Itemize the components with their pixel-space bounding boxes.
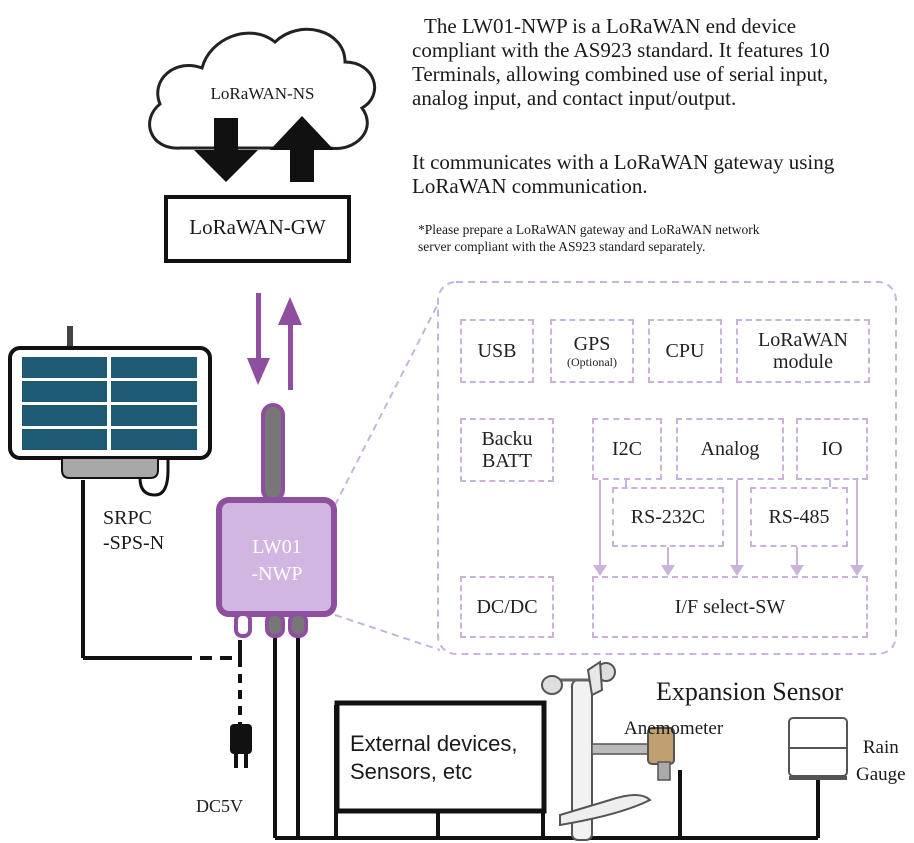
block-if-select-sw: I/F select-SW	[592, 576, 868, 638]
description-line: It communicates with a LoRaWAN gateway u…	[412, 150, 835, 174]
block-gps-label: GPS	[573, 333, 611, 355]
description-paragraph-2: It communicates with a LoRaWAN gateway u…	[412, 150, 834, 198]
uplink-arrow-icon	[270, 116, 334, 182]
cloud-label: LoRaWAN-NS	[210, 84, 315, 103]
description-paragraph-1: The LW01-NWP is a LoRaWAN end device com…	[412, 14, 830, 110]
internal-arrows	[593, 478, 864, 576]
rain-gauge-line: Rain	[862, 737, 899, 758]
rain-gauge-line: Gauge	[856, 764, 906, 785]
footnote-line: *Please prepare a LoRaWAN gateway and Lo…	[418, 222, 760, 237]
block-dcdc: DC/DC	[460, 576, 554, 638]
anemometer-icon	[541, 660, 675, 841]
footnote-line: server compliant with the AS923 standard…	[418, 239, 706, 254]
downlink-arrow-icon	[194, 118, 258, 182]
block-rs485: RS-485	[750, 487, 848, 547]
block-backup-line: Backu	[481, 428, 533, 450]
block-i2c: I2C	[592, 418, 662, 480]
block-usb: USB	[460, 319, 534, 383]
block-lora-line: module	[773, 351, 833, 373]
power-plug-icon	[230, 724, 252, 768]
block-gps: GPS (Optional)	[550, 319, 634, 383]
zoom-line-top	[334, 299, 441, 506]
description-line: LoRaWAN communication.	[412, 174, 648, 198]
device-antenna	[261, 403, 285, 502]
block-backup-battery: Backu BATT	[460, 418, 554, 482]
anemometer-label: Anemometer	[624, 718, 724, 739]
device-label-line: -NWP	[251, 563, 303, 585]
block-cpu: CPU	[648, 319, 722, 383]
block-lorawan-module: LoRaWAN module	[736, 319, 870, 383]
device-label-line: LW01	[252, 536, 302, 558]
device-label: LW01 -NWP	[222, 534, 332, 588]
block-backup-line: BATT	[482, 450, 532, 472]
description-line: compliant with the AS923 standard. It fe…	[412, 38, 830, 62]
description-line: Terminals, allowing combined use of seri…	[412, 62, 829, 86]
external-devices-label: External devices, Sensors, etc	[350, 730, 518, 786]
radio-arrows-icon	[247, 293, 302, 390]
block-io: IO	[796, 418, 868, 480]
gateway-label: LoRaWAN-GW	[189, 215, 326, 239]
block-analog: Analog	[676, 418, 784, 480]
device-connectors	[234, 612, 308, 638]
block-gps-note: (Optional)	[567, 355, 617, 369]
expansion-sensor-title: Expansion Sensor	[656, 677, 844, 706]
external-devices-box	[334, 700, 547, 814]
footnote: *Please prepare a LoRaWAN gateway and Lo…	[418, 221, 760, 255]
external-devices-line: External devices,	[350, 731, 518, 756]
description-line: analog input, and contact input/output.	[412, 86, 737, 110]
block-rs232c: RS-232C	[612, 487, 724, 547]
solar-label-line: SRPC	[103, 507, 152, 529]
zoom-line-bottom	[334, 614, 441, 651]
description-line: The LW01-NWP is a LoRaWAN end device	[424, 14, 797, 38]
power-label: DC5V	[196, 796, 244, 816]
external-devices-line: Sensors, etc	[350, 759, 473, 784]
solar-label: SRPC -SPS-N	[103, 506, 164, 556]
block-lora-line: LoRaWAN	[758, 329, 848, 351]
rain-gauge-label: Rain Gauge	[856, 734, 906, 788]
rain-gauge-icon	[788, 717, 848, 780]
solar-panel-icon	[8, 326, 212, 497]
solar-label-line: -SPS-N	[103, 532, 165, 554]
gateway-box	[164, 195, 351, 263]
cloud-icon	[148, 27, 377, 150]
